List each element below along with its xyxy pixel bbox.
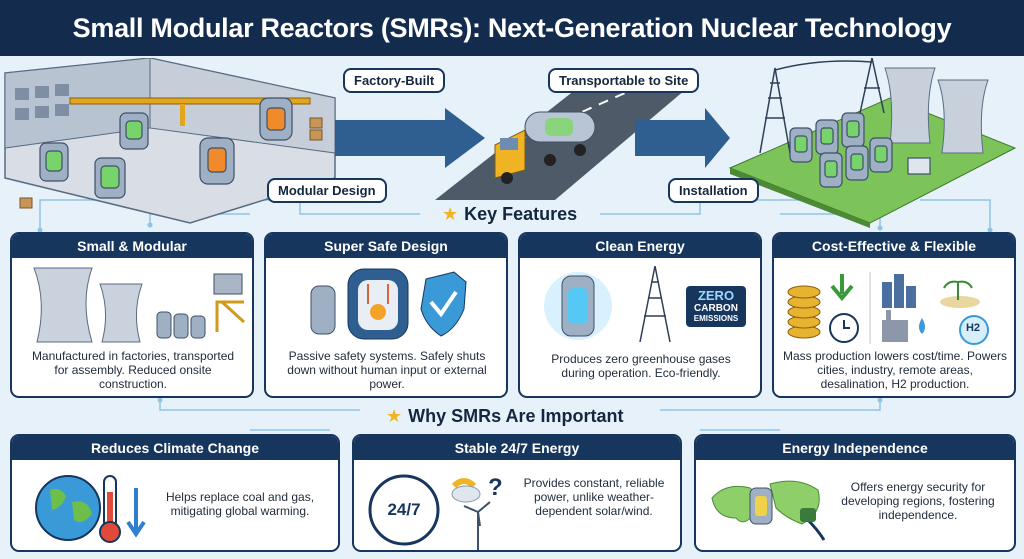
feature-card-safe-design: Super Safe Design Passive safety systems…: [264, 232, 508, 398]
importance-card-independence: Energy Independence Offers energy securi…: [694, 434, 1016, 552]
clock-24-7-label: 24/7: [387, 500, 421, 519]
world-map-plug-icon: [711, 480, 826, 541]
installation-illustration: [728, 58, 1017, 228]
importance-card-title: Energy Independence: [696, 436, 1014, 460]
h2-label: H2: [965, 322, 981, 334]
transport-illustration: [335, 90, 730, 200]
feature-card-title: Cost-Effective & Flexible: [774, 234, 1014, 258]
badge-line-1: ZERO: [697, 288, 735, 303]
key-features-heading: ★ Key Features: [432, 204, 588, 225]
star-icon: ★: [386, 406, 403, 426]
importance-card-stable-energy: Stable 24/7 Energy 24/7 ? Provides const…: [352, 434, 682, 552]
feature-card-small-modular: Small & Modular Manufactured in factorie…: [10, 232, 254, 398]
feature-card-description: Mass production lowers cost/time. Powers…: [782, 349, 1008, 391]
feature-card-description: Produces zero greenhouse gases during op…: [551, 352, 731, 380]
importance-card-description: Offers energy security for developing re…: [841, 480, 995, 522]
importance-heading-text: Why SMRs Are Important: [408, 406, 624, 426]
feature-card-title: Clean Energy: [520, 234, 760, 258]
feature-card-description: Manufactured in factories, transported f…: [31, 349, 235, 391]
badge-line-2: CARBON: [694, 303, 738, 314]
badge-line-3: EMISSIONS: [693, 314, 739, 323]
stage-transportable: Transportable to Site: [548, 68, 700, 93]
clock-weather-icon: [368, 474, 491, 550]
clean-reactor-icon: [544, 266, 671, 343]
cooling-tower-icon: [33, 267, 246, 343]
page-title: Small Modular Reactors (SMRs): Next-Gene…: [0, 0, 1024, 56]
feature-card-description: Passive safety systems. Safely shuts dow…: [287, 349, 487, 391]
cost-icons: [787, 272, 989, 345]
importance-card-title: Reduces Climate Change: [12, 436, 338, 460]
key-features-heading-text: Key Features: [464, 204, 578, 224]
feature-card-title: Super Safe Design: [266, 234, 506, 258]
importance-card-description: Helps replace coal and gas, mitigating g…: [165, 490, 315, 518]
factory-illustration: [4, 58, 336, 224]
stage-installation: Installation: [668, 178, 759, 203]
feature-card-clean-energy: Clean Energy ZERO CARBON EMISSIONS Produ…: [518, 232, 762, 398]
feature-card-cost-effective: Cost-Effective & Flexible H2 Mass produc…: [772, 232, 1016, 398]
importance-card-climate: Reduces Climate Change Helps replace coa…: [10, 434, 340, 552]
star-icon: ★: [442, 204, 459, 224]
importance-card-title: Stable 24/7 Energy: [354, 436, 680, 460]
stage-modular-design: Modular Design: [267, 178, 387, 203]
globe-thermometer-icon: [35, 475, 146, 543]
safe-reactor-icon: [310, 268, 467, 340]
question-mark-icon: ?: [488, 474, 503, 501]
stage-factory-built: Factory-Built: [343, 68, 446, 93]
zero-carbon-badge: ZERO CARBON EMISSIONS: [686, 286, 746, 327]
feature-card-title: Small & Modular: [12, 234, 252, 258]
importance-heading: ★ Why SMRs Are Important: [376, 406, 634, 427]
importance-card-description: Provides constant, reliable power, unlik…: [523, 476, 665, 518]
